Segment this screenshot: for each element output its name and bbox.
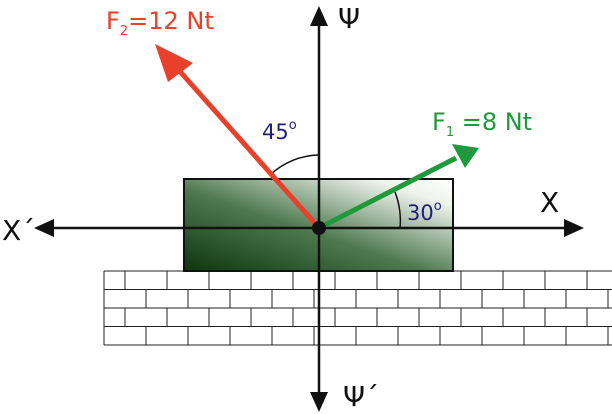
x-axis-arrowhead-left — [34, 219, 54, 237]
axis-label-psi: Ψ — [338, 2, 360, 35]
y-axis-arrowhead-bottom — [310, 392, 328, 412]
brick-wall — [103, 270, 612, 346]
angle-arc-45 — [269, 154, 320, 176]
force-f2-arrow — [174, 65, 321, 230]
force-f1-label: F1 =8 Nt — [432, 108, 532, 140]
force-f1-arrow — [317, 155, 458, 231]
force-f2-label: F2=12 Nt — [106, 7, 214, 39]
x-axis-arrowhead-right — [564, 219, 584, 237]
angle-label-45: 45o — [262, 118, 297, 144]
axis-label-x-prime: X´ — [2, 214, 35, 247]
angle-arc-30 — [394, 191, 402, 229]
origin-point — [312, 221, 326, 235]
force-f1-arrowhead — [452, 144, 479, 168]
y-axis-arrowhead-top — [310, 6, 328, 26]
angle-label-30: 30o — [407, 199, 442, 225]
axis-label-x: X — [540, 186, 559, 219]
axis-label-psi-prime: Ψ´ — [343, 380, 379, 413]
force-f2-arrowhead — [155, 44, 193, 82]
